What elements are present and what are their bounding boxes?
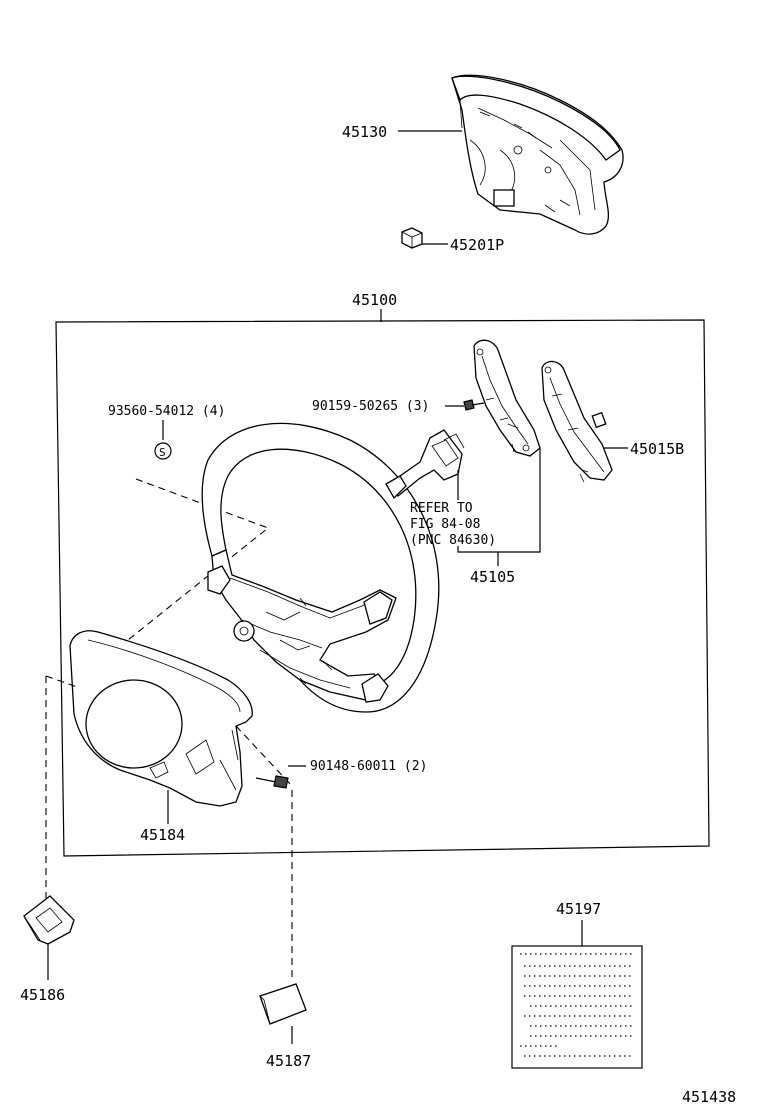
label-45130: 45130 bbox=[342, 123, 387, 141]
part-45015b-switch bbox=[541, 360, 613, 483]
label-45100: 45100 bbox=[352, 291, 397, 309]
label-45184: 45184 bbox=[140, 826, 185, 844]
label-93560: 93560-54012 (4) bbox=[108, 404, 225, 419]
part-45105-switch-plate bbox=[473, 339, 541, 457]
part-steering-wheel bbox=[201, 422, 440, 713]
refer-line-2: FIG 84-08 bbox=[410, 517, 480, 532]
s-mark-text: S bbox=[159, 446, 166, 459]
label-45015b: 45015B bbox=[630, 440, 684, 458]
assembly-box-45100 bbox=[55, 319, 710, 857]
refer-line-3: (PNC 84630) bbox=[410, 533, 496, 548]
part-45184-lower-cover bbox=[69, 630, 253, 807]
part-90148-screw bbox=[255, 775, 289, 789]
s-mark-circle bbox=[154, 442, 172, 460]
refer-line-1: REFER TO bbox=[410, 501, 473, 516]
dash-45186-top bbox=[45, 675, 81, 689]
part-45186-ornament bbox=[23, 895, 75, 945]
figure-code: 451438 bbox=[682, 1088, 736, 1106]
part-45187-plate bbox=[259, 983, 307, 1025]
part-45201p-nut bbox=[401, 227, 423, 249]
part-45197-caution-label bbox=[511, 945, 643, 1069]
part-45130-horn-pad bbox=[451, 74, 624, 235]
bracket-45105 bbox=[457, 448, 541, 553]
label-45187: 45187 bbox=[266, 1052, 311, 1070]
part-combination-switch-lever bbox=[385, 429, 465, 500]
label-90148: 90148-60011 (2) bbox=[310, 759, 427, 774]
dash-cover-screw bbox=[235, 725, 293, 787]
label-90159: 90159-50265 (3) bbox=[312, 399, 429, 414]
label-45186: 45186 bbox=[20, 986, 65, 1004]
label-45201p: 45201P bbox=[450, 236, 504, 254]
label-45197: 45197 bbox=[556, 900, 601, 918]
label-45105: 45105 bbox=[470, 568, 515, 586]
part-90159-screw bbox=[463, 399, 485, 411]
